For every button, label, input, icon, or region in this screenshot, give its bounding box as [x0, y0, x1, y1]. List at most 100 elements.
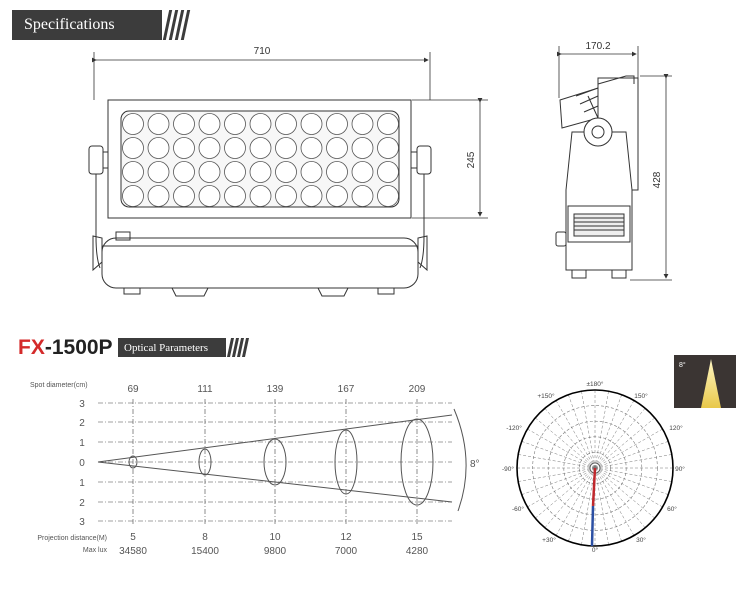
polar-spoke — [594, 454, 672, 469]
polar-spoke — [535, 417, 596, 469]
depth-label: 170.2 — [585, 41, 610, 52]
led-lens — [198, 185, 221, 207]
polar-angle-label: +30° — [542, 536, 556, 544]
polar-spoke — [594, 467, 609, 545]
total-height-dimension — [630, 74, 672, 281]
y-tick-label: 3 — [79, 517, 85, 528]
model-suffix: -1500P — [44, 336, 113, 359]
distance-value: 8 — [202, 532, 208, 543]
beam-icon-angle: 8° — [679, 361, 686, 369]
polar-angle-label: 90° — [675, 465, 685, 473]
distance-value: 5 — [130, 532, 136, 543]
led-lens — [300, 161, 323, 183]
polar-angle-label: 150° — [634, 392, 648, 400]
lux-value: 15400 — [191, 546, 219, 557]
led-lens — [300, 185, 323, 207]
spot-diameter-label: Spot diameter(cm) — [30, 382, 88, 389]
beam-spot — [263, 438, 287, 486]
optical-parameters-banner: Optical Parameters — [118, 338, 226, 357]
led-lens — [173, 113, 195, 135]
polar-angle-label: -60° — [512, 505, 524, 513]
led-lens — [198, 113, 221, 135]
polar-spoke — [521, 467, 596, 495]
beam-spot — [198, 448, 212, 476]
polar-spoke — [594, 467, 669, 495]
led-lens — [326, 161, 348, 183]
led-lens — [377, 185, 399, 207]
led-lens — [351, 137, 374, 159]
beam-grid — [98, 399, 452, 524]
led-lens — [224, 137, 246, 159]
polar-angle-label: -90° — [502, 465, 514, 473]
beam-spot — [334, 429, 358, 495]
polar-chart: ±180°+150°150°-120°120°-90°90°-60°60°+30… — [502, 380, 685, 554]
polar-spoke — [594, 391, 609, 469]
led-lens — [249, 137, 272, 159]
lux-value: 34580 — [119, 546, 147, 557]
polar-spoke — [594, 467, 655, 519]
y-tick-label: 3 — [79, 399, 85, 410]
led-lens — [300, 137, 323, 159]
lux-value: 4280 — [406, 546, 429, 557]
polar-spoke — [521, 441, 596, 469]
polar-angle-label: -120° — [506, 424, 522, 432]
polar-angle-label: +150° — [537, 392, 555, 400]
led-lens — [249, 161, 272, 183]
distance-value: 15 — [411, 532, 423, 543]
led-lens — [198, 161, 221, 183]
distance-value: 10 — [269, 532, 281, 543]
lux-value: 9800 — [264, 546, 287, 557]
specifications-title: Specifications — [24, 16, 115, 33]
led-lens — [326, 137, 348, 159]
y-tick-label: 0 — [79, 458, 85, 469]
polar-spoke — [594, 467, 672, 482]
polar-spoke — [518, 467, 596, 482]
polar-spoke — [594, 417, 655, 469]
led-lens — [249, 113, 272, 135]
beam-angle-icon: 8° — [674, 355, 736, 408]
led-lens — [147, 113, 170, 135]
polar-spoke — [527, 467, 596, 508]
led-lens — [122, 137, 144, 159]
led-lens — [351, 113, 374, 135]
polar-spoke — [581, 391, 596, 469]
led-lens — [224, 113, 246, 135]
led-lens — [377, 137, 399, 159]
led-lens — [377, 161, 399, 183]
specifications-banner: Specifications — [12, 10, 162, 40]
led-lens — [173, 185, 195, 207]
beam-spot — [400, 418, 434, 506]
polar-spoke — [535, 467, 596, 519]
polar-spoke — [581, 467, 596, 545]
technical-drawing: 710 245 170.2 — [88, 41, 672, 297]
depth-dimension — [557, 46, 639, 98]
polar-intensity-upper — [591, 467, 597, 507]
led-lens — [173, 161, 195, 183]
product-model: FX-1500P — [18, 336, 113, 360]
polar-spoke — [518, 454, 596, 469]
height-label: 245 — [466, 151, 477, 168]
polar-outer-ring — [516, 389, 674, 547]
led-lens — [275, 185, 297, 207]
max-lux-label: Max lux — [83, 547, 108, 554]
led-lens — [275, 113, 297, 135]
polar-spoke — [594, 441, 669, 469]
model-prefix: FX — [18, 336, 45, 359]
polar-spoke — [594, 467, 635, 536]
led-lens — [173, 137, 195, 159]
y-tick-label: 2 — [79, 418, 85, 429]
optical-banner-stripes — [226, 338, 250, 357]
polar-spoke — [555, 467, 596, 536]
beam-cone — [97, 408, 467, 512]
polar-spoke — [527, 428, 596, 469]
y-tick-label: 1 — [79, 438, 85, 449]
height-dimension — [412, 98, 488, 219]
y-tick-label: 2 — [79, 498, 85, 509]
polar-angle-label: 120° — [669, 424, 683, 432]
beam-angle-label: 8° — [470, 459, 480, 470]
led-lens — [147, 185, 170, 207]
beam-spot — [128, 455, 138, 469]
width-label: 710 — [254, 46, 271, 57]
led-lens — [122, 113, 144, 135]
